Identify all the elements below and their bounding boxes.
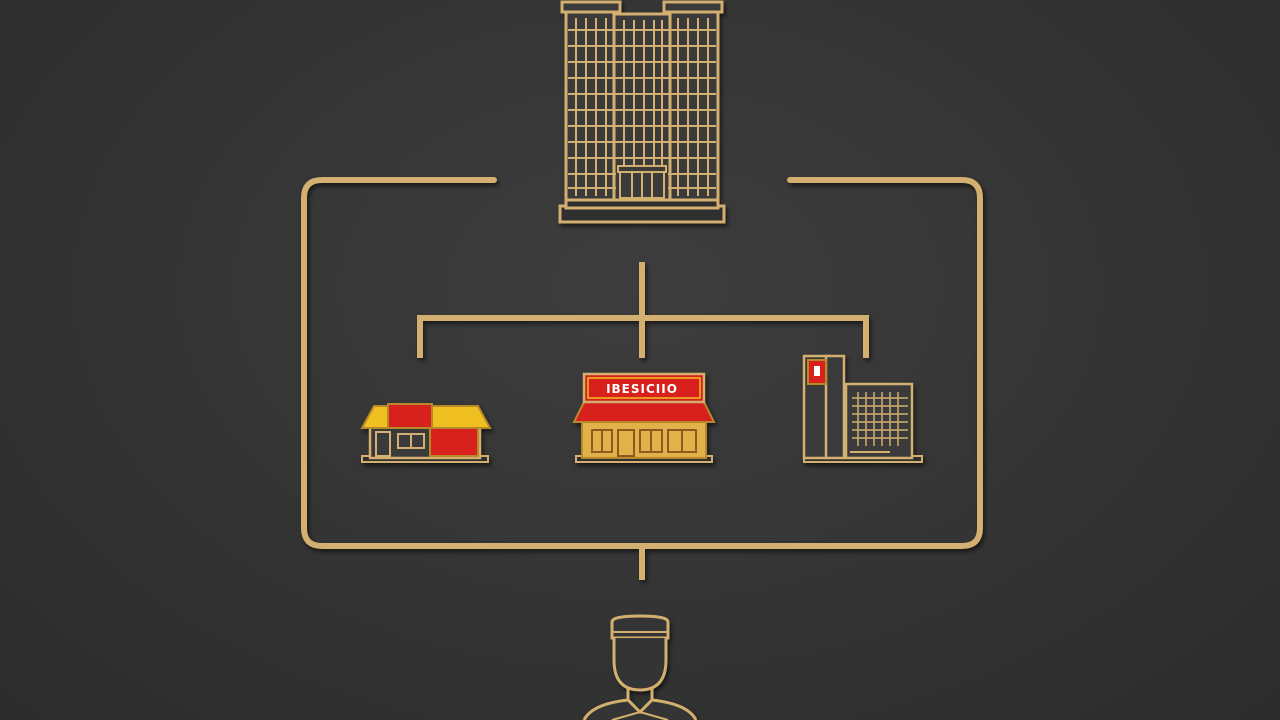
- storefront-icon: [572, 372, 716, 463]
- connectors: [301, 177, 983, 580]
- branch-connector-line: [417, 315, 869, 358]
- small-shop-icon: [360, 403, 492, 463]
- uniformed-person-icon: [582, 614, 698, 720]
- outer-frame-line: [301, 177, 983, 549]
- storefront-sign-text: IBESICIIO: [606, 382, 678, 396]
- commercial-building-icon: [802, 354, 923, 463]
- office-tower-icon: [558, 0, 726, 224]
